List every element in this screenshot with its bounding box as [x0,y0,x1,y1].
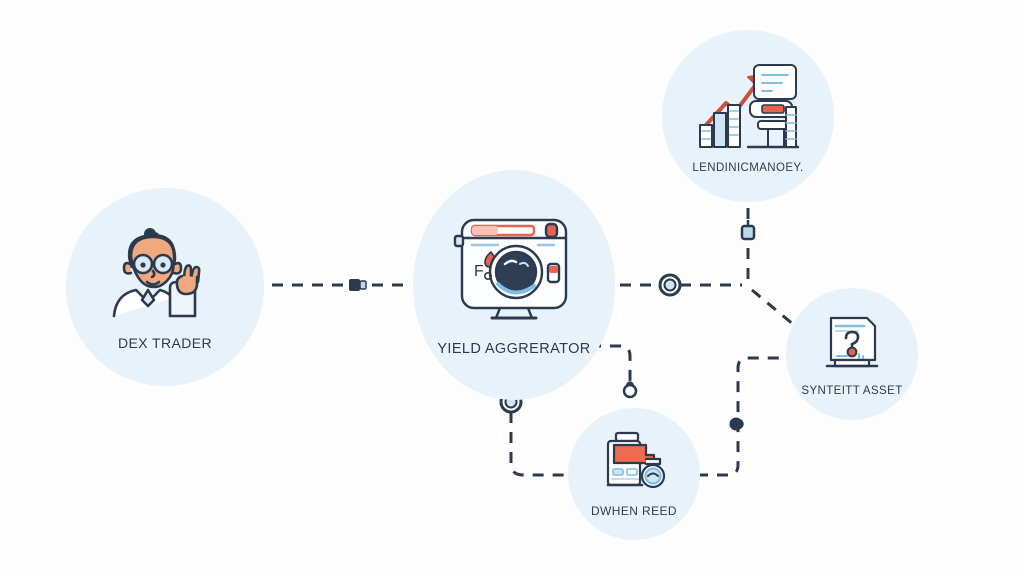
concentric-circle-marker-lending [658,273,682,297]
node-lending-money[interactable]: LENDINICMANOEY. [662,30,834,202]
node-dwhen-reed[interactable]: DWHEN REED [568,408,700,540]
node-yield-aggregator[interactable]: F YIELD AGGRERATOR [413,170,615,400]
person-waving-icon [100,224,230,325]
node-label-yield-aggregator: YIELD AGGRERATOR [437,340,591,357]
edge-dwhen-to-synthetic [697,356,788,477]
growth-chart-server-icon [692,59,804,154]
plug-connector-marker [349,279,367,291]
edge-aggregator-to-dwhen [509,372,572,477]
document-question-icon [819,312,885,379]
printer-machine-icon [598,431,670,498]
svg-text:F: F [474,263,484,280]
small-node-marker-lending [740,220,756,241]
node-dex-trader[interactable]: DEX TRADER [66,188,264,386]
small-node-marker-synthetic [729,417,744,431]
node-label-dex-trader: DEX TRADER [118,334,212,351]
edge-aggregator-drop-branch [590,344,632,382]
monitor-device-icon: F [450,214,578,331]
node-label-dwhen-reed: DWHEN REED [590,503,677,518]
node-label-synthetic-asset: SYNTEITT ASSET [801,384,903,397]
small-node-marker-drop [622,381,638,399]
node-synthetic-asset[interactable]: SYNTEITT ASSET [786,288,918,420]
node-label-lending-money: LENDINICMANOEY. [692,161,804,174]
